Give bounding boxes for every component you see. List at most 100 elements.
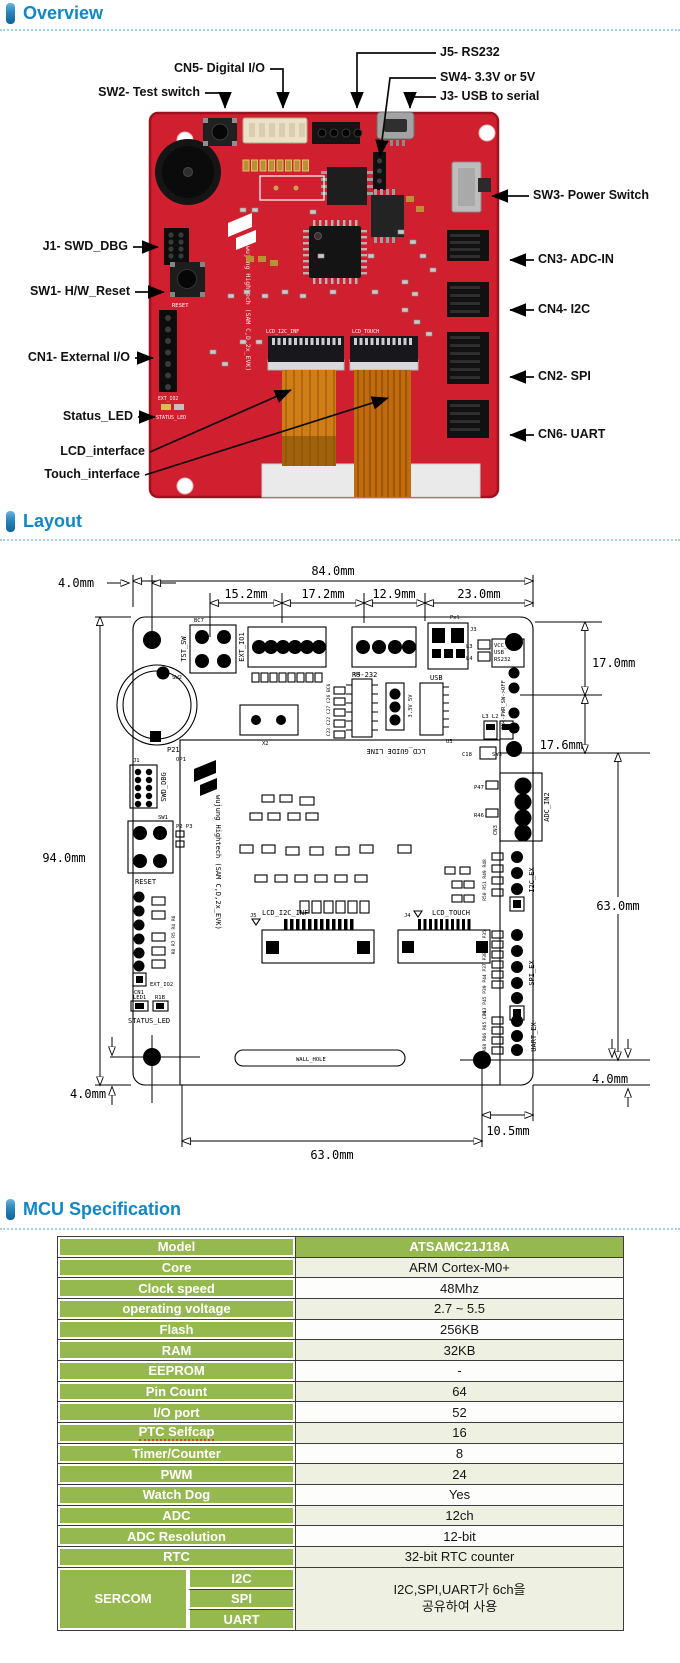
dim-63-right: 63.0mm xyxy=(596,899,639,913)
dim-63-bottom: 63.0mm xyxy=(310,1148,353,1162)
mcu-spec-table: Model ATSAMC21J18A Core ARM Cortex-M0+ C… xyxy=(57,1236,624,1631)
overview-title: Overview xyxy=(23,3,104,23)
label-lcd-i2c: LCD_I2C_INF xyxy=(262,909,308,917)
ffc-teeth xyxy=(418,919,471,930)
spec-value: 12-bit xyxy=(295,1526,623,1547)
label-l4: L4 xyxy=(466,656,473,662)
cn1-header xyxy=(159,310,177,392)
callout-sw3: SW3- Power Switch xyxy=(533,188,649,202)
label-refs-uart: R67 R68 R66 R65 C28 xyxy=(482,1010,488,1063)
spec-value: 12ch xyxy=(295,1505,623,1526)
spec-value: 24 xyxy=(295,1464,623,1485)
spec-label: Watch Dog xyxy=(58,1485,295,1505)
layout-header: Layout xyxy=(6,511,82,532)
label-u3: U3 xyxy=(446,739,453,745)
silk-lcd-if: LCD_I2C_INF xyxy=(266,329,299,335)
label-j3: J3 xyxy=(470,627,477,633)
label-r1b: R1B xyxy=(155,995,166,1001)
label-reset: RESET xyxy=(135,878,157,886)
label-j4: J4 xyxy=(404,913,411,919)
sercom-label: SERCOM xyxy=(58,1567,188,1630)
dim-230: 23.0mm xyxy=(457,587,500,601)
spec-value: 8 xyxy=(295,1443,623,1464)
status-led xyxy=(161,404,184,410)
table-row: RTC 32-bit RTC counter xyxy=(58,1547,623,1568)
label-lcd-touch: LCD_TOUCH xyxy=(432,909,470,917)
sw4-jumper xyxy=(373,152,386,190)
spec-label: Core xyxy=(58,1257,295,1278)
label-p2p3: P2 P3 xyxy=(176,824,193,830)
divider xyxy=(0,539,680,541)
misc-parts xyxy=(239,794,475,914)
label-rs232: RS-232 xyxy=(352,671,377,679)
table-row: Flash 256KB xyxy=(58,1319,623,1341)
callout-cn2: CN2- SPI xyxy=(538,369,591,383)
label-j1: J1 xyxy=(133,758,140,764)
spec-value: ARM Cortex-M0+ xyxy=(295,1257,623,1278)
spec-label: operating voltage xyxy=(58,1299,295,1319)
reset-switch xyxy=(170,262,205,297)
dimension-lines xyxy=(95,575,650,1147)
dim-170: 17.0mm xyxy=(592,656,635,670)
j5-header xyxy=(312,122,363,144)
dim-84: 84.0mm xyxy=(311,564,354,578)
spec-label: Flash xyxy=(58,1319,295,1340)
spec-value: 2.7 ~ 5.5 xyxy=(295,1299,623,1319)
callout-j1: J1- SWD_DBG xyxy=(42,239,128,253)
label-refs-i2c: R50 R51 R49 R48 xyxy=(482,859,488,901)
silk-reset: RESET xyxy=(172,303,189,309)
silk-ext-io2: EXT_IO2 xyxy=(158,396,178,402)
j1-swd-header xyxy=(164,228,189,265)
label-pwr-sw: ON<-PWR_SW->OFF xyxy=(501,680,507,730)
spec-label: ADC xyxy=(58,1505,295,1526)
lcd-guide-box xyxy=(179,739,501,1086)
dim-94: 94.0mm xyxy=(42,851,85,865)
callout-cn6: CN6- UART xyxy=(538,427,606,441)
spec-label: RTC xyxy=(58,1547,295,1567)
brand-logo xyxy=(228,213,256,250)
table-row: Core ARM Cortex-M0+ xyxy=(58,1257,623,1279)
spec-label: ADC Resolution xyxy=(58,1526,295,1547)
spec-value: 32-bit RTC counter xyxy=(295,1547,623,1567)
dim-172: 17.2mm xyxy=(301,587,344,601)
dim-4-br: 4.0mm xyxy=(592,1072,628,1086)
callout-touch-interface: Touch_interface xyxy=(44,467,140,481)
spec-label: Timer/Counter xyxy=(58,1443,295,1464)
mcu-chip xyxy=(303,220,367,284)
table-row: Pin Count 64 xyxy=(58,1381,623,1403)
sercom-sub-uart: UART xyxy=(188,1609,295,1630)
table-row: Model ATSAMC21J18A xyxy=(58,1237,623,1258)
passive-components xyxy=(209,207,437,367)
table-row: Watch Dog Yes xyxy=(58,1485,623,1506)
spec-value: 256KB xyxy=(295,1319,623,1340)
section-pill-icon xyxy=(6,3,15,24)
passive-components xyxy=(242,159,309,172)
table-row: Clock speed 48Mhz xyxy=(58,1278,623,1300)
callout-cn3: CN3- ADC-IN xyxy=(538,252,614,266)
section-pill-icon xyxy=(6,511,15,532)
silk-status-led: STATUS_LED xyxy=(156,415,186,421)
label-r46: R46 xyxy=(474,813,484,819)
silk-logo-text: wujung Hightech (SAM C,D,2x_EVK) xyxy=(244,246,252,371)
layout-drawing: P21 OP1 TST_SW SW2 BC7 EXT_IO1 RS-232 J3… xyxy=(42,564,650,1162)
silk-box xyxy=(259,175,325,201)
table-row: PWM 24 xyxy=(58,1464,623,1486)
sercom-subrows: I2C SPI UART xyxy=(188,1567,295,1630)
label-j5t: J5 xyxy=(250,913,257,919)
spec-value: Yes xyxy=(295,1485,623,1505)
label-pxl: Pxl xyxy=(450,615,460,621)
divider xyxy=(0,1228,680,1230)
mount-hole xyxy=(176,477,194,495)
callout-cn1: CN1- External I/O xyxy=(27,350,130,364)
label-cn1: CN1 xyxy=(134,990,144,996)
cn5-connector xyxy=(242,117,308,144)
layout-title: Layout xyxy=(23,511,83,531)
power-switch xyxy=(451,161,491,213)
callout-lines xyxy=(133,52,534,476)
mount-hole xyxy=(478,124,496,142)
spec-label: Pin Count xyxy=(58,1381,295,1402)
label-sw3: SW3 xyxy=(492,752,502,758)
touch-ffc-connector xyxy=(349,336,419,371)
table-row: EEPROM - xyxy=(58,1361,623,1382)
label-vcc-usb: USB xyxy=(494,650,505,656)
